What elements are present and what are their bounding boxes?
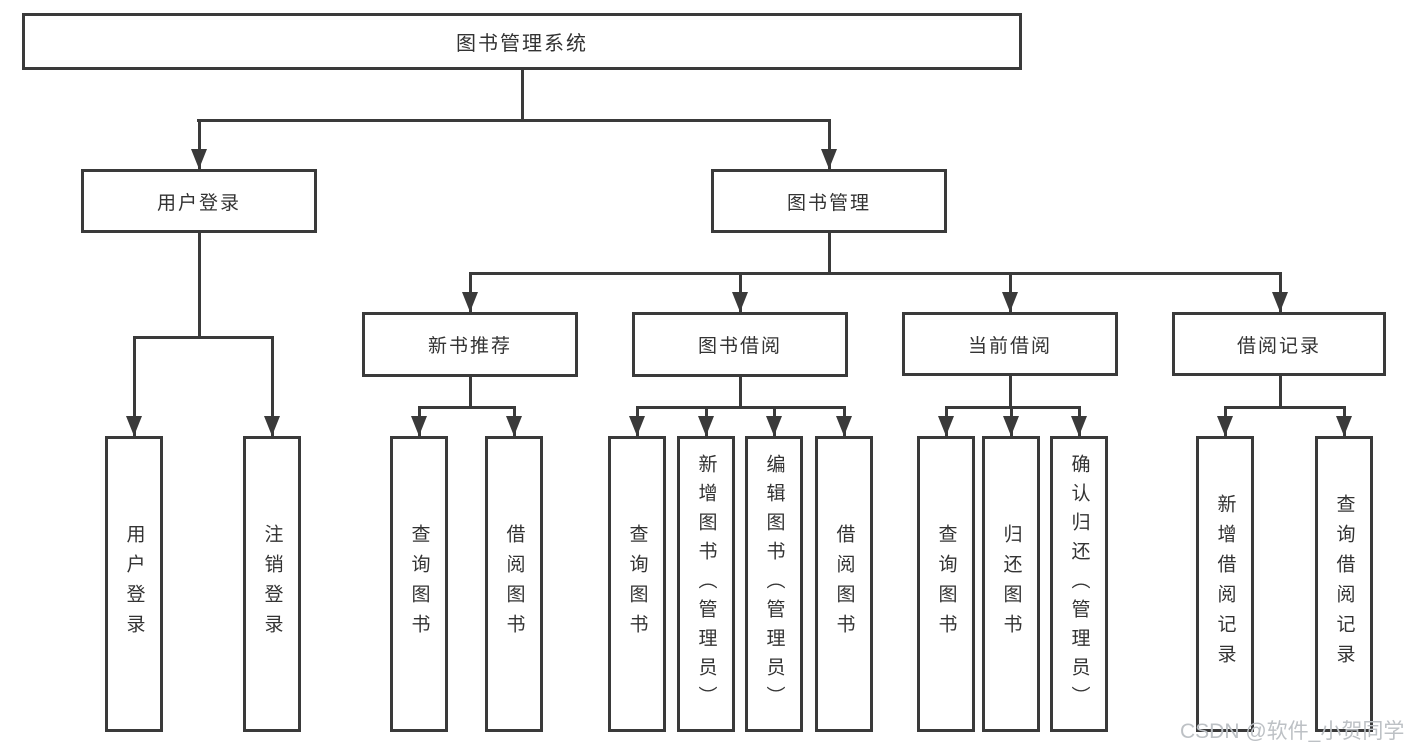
leaf-node: 用户登录 [105,436,163,732]
leaf-node: 查询图书 [917,436,975,732]
node-label: 新书推荐 [427,336,512,357]
connector-line-vertical [271,336,274,436]
connector-line-vertical [1279,376,1282,407]
arrowhead-down-icon [1272,292,1288,312]
leaf-node: 新增借阅记录 [1196,436,1254,732]
connector-line-vertical [469,377,472,407]
node-label: 确认归还（管理员） [1068,453,1090,715]
arrowhead-down-icon [766,416,782,436]
connector-line-horizontal [418,406,516,409]
leaf-node: 注销登录 [243,436,301,732]
connector-line-vertical [828,120,831,169]
leaf-node: 借阅图书 [815,436,873,732]
arrowhead-down-icon [411,416,427,436]
node-label: 查询图书 [626,524,648,644]
connector-line-vertical [133,336,136,436]
leaf-node: 借阅图书 [485,436,543,732]
arrowhead-down-icon [506,416,522,436]
node-label: 用户登录 [156,192,241,214]
node-label: 查询图书 [935,524,957,644]
node-label: 查询图书 [408,524,430,644]
connector-line-vertical [198,120,201,169]
arrowhead-down-icon [1217,416,1233,436]
arrowhead-down-icon [264,416,280,436]
connector-line-vertical [198,233,201,338]
arrowhead-down-icon [938,416,954,436]
node-borrow-records: 借阅记录 [1172,312,1386,376]
node-label: 编辑图书（管理员） [763,453,785,715]
connector-line-vertical [1009,376,1012,407]
arrowhead-down-icon [126,416,142,436]
leaf-node: 归还图书 [982,436,1040,732]
node-label: 新增借阅记录 [1214,494,1236,674]
leaf-node: 查询借阅记录 [1315,436,1373,732]
node-label: 图书管理系统 [456,33,588,55]
arrowhead-down-icon [821,149,837,169]
leaf-node: 编辑图书（管理员） [745,436,803,732]
node-new-book-recommend: 新书推荐 [362,312,578,377]
node-label: 图书借阅 [697,336,782,357]
connector-line-vertical [521,70,524,121]
arrowhead-down-icon [836,416,852,436]
node-label: 借阅图书 [503,524,525,644]
watermark: CSDN @软件_小贺同学 [1180,720,1405,743]
node-book-borrow: 图书借阅 [632,312,848,377]
connector-line-horizontal [1224,406,1346,409]
node-user-login: 用户登录 [81,169,317,233]
connector-line-horizontal [636,406,846,409]
connector-line-horizontal [469,272,1282,275]
leaf-node: 新增图书（管理员） [677,436,735,732]
node-label: 当前借阅 [967,335,1052,357]
node-label: 借阅记录 [1236,335,1321,357]
leaf-node: 查询图书 [608,436,666,732]
connector-line-vertical [828,233,831,274]
arrowhead-down-icon [1003,416,1019,436]
node-label: 图书管理 [786,192,871,214]
node-book-management: 图书管理 [711,169,947,233]
connector-line-horizontal [133,336,274,339]
node-root: 图书管理系统 [22,13,1022,70]
leaf-node: 确认归还（管理员） [1050,436,1108,732]
connector-line-horizontal [945,406,1081,409]
node-label: 归还图书 [1000,524,1022,644]
arrowhead-down-icon [1336,416,1352,436]
node-label: 借阅图书 [833,524,855,644]
node-label: 用户登录 [123,524,145,644]
arrowhead-down-icon [1071,416,1087,436]
connector-line-vertical [739,377,742,407]
arrowhead-down-icon [462,292,478,312]
node-label: 查询借阅记录 [1333,494,1355,674]
node-current-borrow: 当前借阅 [902,312,1118,376]
node-label: 注销登录 [261,524,283,644]
node-label: 新增图书（管理员） [695,453,717,715]
arrowhead-down-icon [629,416,645,436]
arrowhead-down-icon [1002,292,1018,312]
arrowhead-down-icon [698,416,714,436]
connector-line-horizontal [197,119,831,122]
arrowhead-down-icon [191,149,207,169]
arrowhead-down-icon [732,292,748,312]
leaf-node: 查询图书 [390,436,448,732]
